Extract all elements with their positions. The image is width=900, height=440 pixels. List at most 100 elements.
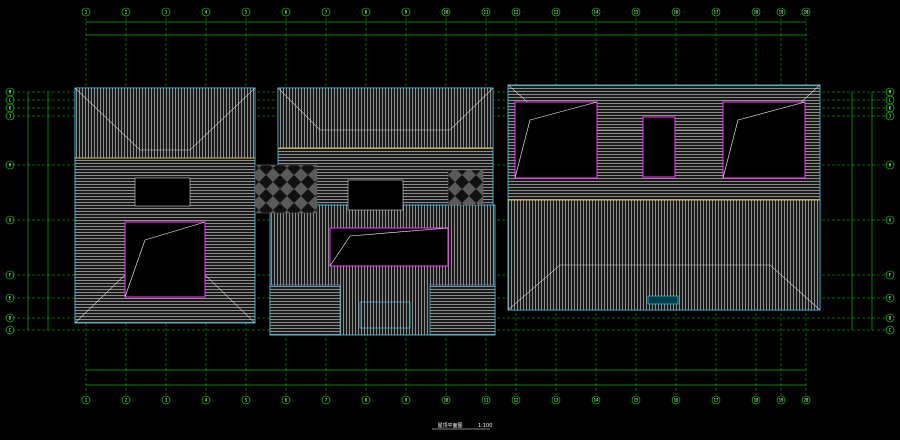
grid-bubble-col-bottom bbox=[361, 395, 371, 405]
grid-label-row: G bbox=[889, 218, 892, 223]
grid-label-col: 16 bbox=[674, 398, 679, 403]
grid-bubble-col-top bbox=[81, 7, 91, 17]
roof-strip-left-lower bbox=[269, 284, 341, 336]
skylight-right-a bbox=[514, 101, 598, 179]
grid-label-col: 11 bbox=[484, 398, 489, 403]
grid-bubble-col-bottom bbox=[751, 395, 761, 405]
grid-bubble-row bbox=[5, 313, 15, 323]
grid-bubble-col-top bbox=[776, 7, 786, 17]
grid-bubble-col-bottom bbox=[321, 395, 331, 405]
grid-bubble-col-top bbox=[751, 7, 761, 17]
grid-label-col: 15 bbox=[634, 10, 639, 15]
grid-label-col: 6 bbox=[285, 10, 288, 15]
grid-label-col: 1 bbox=[85, 398, 88, 403]
grid-bubble-col-bottom bbox=[481, 395, 491, 405]
grid-bubble-col-top bbox=[281, 7, 291, 17]
grid-bubble-col-top bbox=[401, 7, 411, 17]
grid-bubble-row bbox=[5, 325, 15, 335]
skylight-center bbox=[329, 227, 449, 267]
grid-label-col: 5 bbox=[245, 398, 248, 403]
grid-label-row: H bbox=[9, 163, 12, 168]
grid-bubble-row bbox=[885, 160, 895, 170]
grid-bubble-col-bottom bbox=[441, 395, 451, 405]
grid-bubble-col-top bbox=[481, 7, 491, 17]
grid-bubble-col-top bbox=[511, 7, 521, 17]
grid-label-col: 4 bbox=[205, 10, 208, 15]
grid-bubble-row bbox=[885, 293, 895, 303]
grid-bubble-col-top bbox=[631, 7, 641, 17]
grid-label-col: 4 bbox=[205, 398, 208, 403]
grid-bubble-col-top bbox=[241, 7, 251, 17]
roof-area-right-lower bbox=[507, 199, 821, 311]
grid-bubble-row bbox=[5, 215, 15, 225]
grid-bubble-col-bottom bbox=[631, 395, 641, 405]
grid-label-row: C bbox=[9, 328, 12, 333]
grid-bubble-row bbox=[885, 325, 895, 335]
grid-bubble-col-bottom bbox=[161, 395, 171, 405]
stair-block bbox=[359, 301, 411, 329]
grid-bubble-col-bottom bbox=[81, 395, 91, 405]
grid-label-row: L bbox=[889, 98, 892, 103]
grid-label-col: 18 bbox=[754, 398, 759, 403]
grid-label-col: 10 bbox=[444, 398, 449, 403]
grid-bubble-col-top bbox=[161, 7, 171, 17]
opening-left-small bbox=[134, 177, 191, 207]
grid-label-col: 9 bbox=[405, 10, 408, 15]
grid-label-col: 20 bbox=[804, 398, 809, 403]
grid-label-row: C bbox=[889, 328, 892, 333]
grid-bubble-col-bottom bbox=[401, 395, 411, 405]
grid-bubble-col-top bbox=[321, 7, 331, 17]
grid-label-col: 8 bbox=[365, 10, 368, 15]
grid-label-col: 18 bbox=[754, 10, 759, 15]
skylight-right-c bbox=[722, 101, 806, 179]
grid-bubble-row bbox=[5, 111, 15, 121]
grid-label-row: G bbox=[9, 218, 12, 223]
grid-bubble-col-top bbox=[711, 7, 721, 17]
grid-label-col: 5 bbox=[245, 10, 248, 15]
grid-bubble-col-bottom bbox=[671, 395, 681, 405]
grid-label-row: K bbox=[9, 106, 12, 111]
grid-bubble-col-bottom bbox=[801, 395, 811, 405]
checker-patio-right bbox=[447, 169, 484, 206]
grid-bubble-col-top bbox=[551, 7, 561, 17]
skylight-right-b bbox=[642, 116, 676, 178]
grid-label-col: 12 bbox=[514, 10, 519, 15]
checker-patio-left bbox=[254, 164, 318, 214]
grid-label-col: 17 bbox=[714, 10, 719, 15]
grid-label-row: D bbox=[889, 316, 892, 321]
grid-label-row: J bbox=[9, 114, 11, 119]
grid-label-col: 14 bbox=[594, 398, 599, 403]
grid-bubble-col-bottom bbox=[776, 395, 786, 405]
grid-bubble-col-bottom bbox=[201, 395, 211, 405]
grid-label-row: M bbox=[889, 90, 892, 95]
grid-bubble-row bbox=[5, 270, 15, 280]
grid-label-row: J bbox=[889, 114, 891, 119]
grid-label-row: F bbox=[9, 273, 12, 278]
grid-label-col: 2 bbox=[125, 398, 128, 403]
grid-label-col: 15 bbox=[634, 398, 639, 403]
grid-bubble-row bbox=[885, 215, 895, 225]
grid-label-row: L bbox=[9, 98, 12, 103]
grid-label-row: H bbox=[889, 163, 892, 168]
grid-label-col: 16 bbox=[674, 10, 679, 15]
grid-label-col: 3 bbox=[165, 398, 168, 403]
grid-label-row: E bbox=[9, 296, 12, 301]
grid-bubble-col-top bbox=[591, 7, 601, 17]
opening-center-small bbox=[347, 179, 404, 211]
grid-label-col: 13 bbox=[554, 10, 559, 15]
grid-label-col: 3 bbox=[165, 10, 168, 15]
grid-label-col: 11 bbox=[484, 10, 489, 15]
grid-label-col: 8 bbox=[365, 398, 368, 403]
grid-bubble-col-bottom bbox=[551, 395, 561, 405]
skylight-left bbox=[124, 221, 206, 298]
drawing-title: 屋顶平面图 bbox=[437, 423, 462, 429]
grid-bubble-col-top bbox=[201, 7, 211, 17]
grid-bubble-col-top bbox=[121, 7, 131, 17]
grid-bubble-row bbox=[5, 160, 15, 170]
grid-label-col: 10 bbox=[444, 10, 449, 15]
grid-label-row: D bbox=[9, 316, 12, 321]
grid-bubble-col-bottom bbox=[591, 395, 601, 405]
drain-marker bbox=[647, 295, 679, 305]
